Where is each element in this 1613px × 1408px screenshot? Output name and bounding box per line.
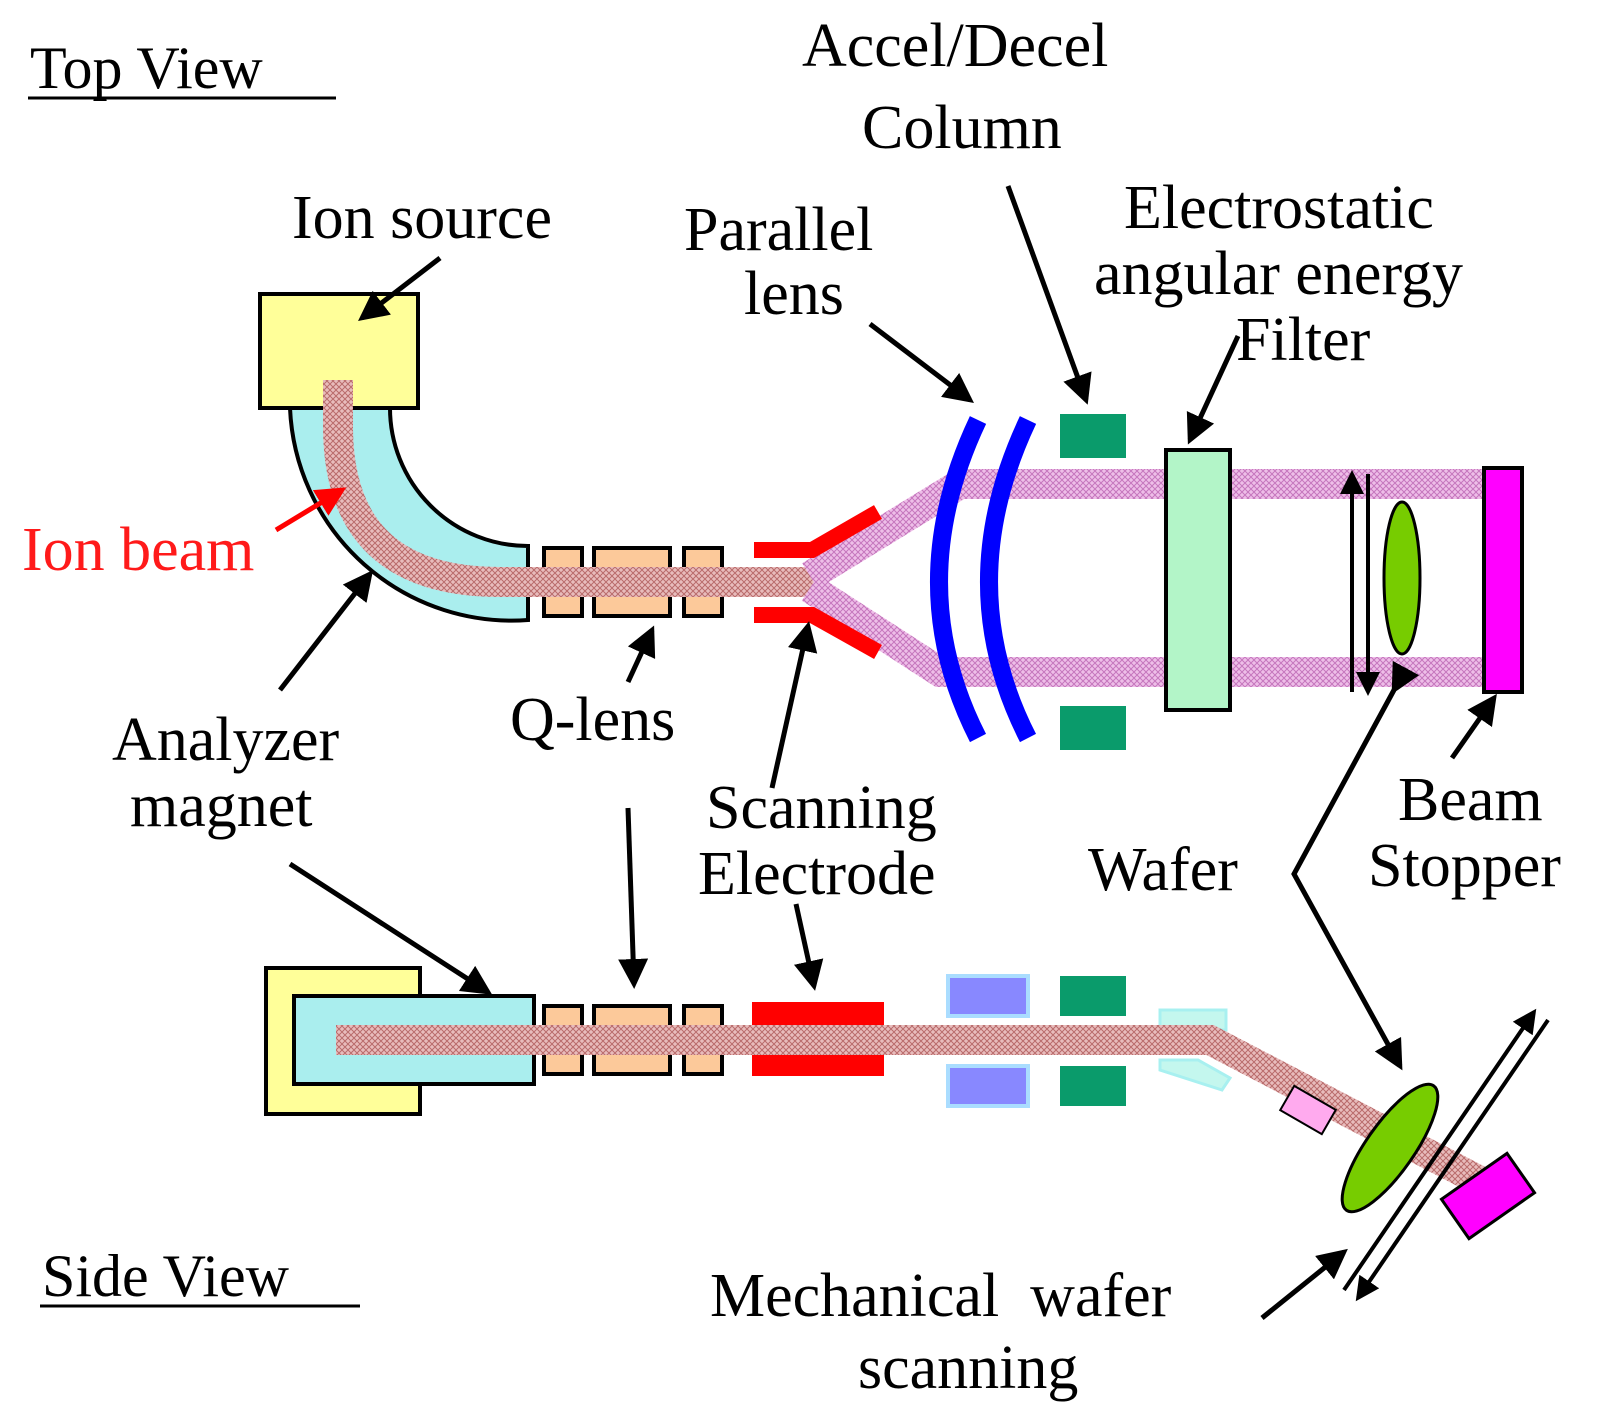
label-accel-decel-line2: Column [862,94,1062,162]
accel-decel-top-lower [1060,706,1126,750]
parallel-lens-side-lower [946,1064,1030,1108]
arrow-scanning-electrode-side [793,903,824,991]
parallel-lens-right [980,416,1037,743]
label-filter-line3: Filter [1236,306,1371,374]
scanning-electrode-top-lower [754,607,882,659]
parallel-lens-left [930,416,987,743]
top-view-heading: Top View [30,35,263,101]
arrow-analyzer-magnet-top [278,570,374,692]
ion-beam-scanned-lower [801,575,1500,687]
arrow-scanning-electrode-top [769,621,818,789]
arrow-ion-beam [274,487,347,533]
label-filter-line1: Electrostatic [1124,174,1434,242]
label-parallel-lens-line2: lens [744,260,844,328]
beam-guard-side [1278,1084,1338,1136]
mechanical-scan-arrow-1 [1342,1008,1537,1292]
label-parallel-lens-line1: Parallel [684,196,873,264]
arrow-parallel-lens [868,322,974,404]
arrow-energy-filter [1186,334,1241,445]
label-scanning-electrode-line2: Electrode [698,840,936,908]
beam-stopper-top [1482,466,1524,694]
arrow-analyzer-magnet-side [288,861,493,995]
side-view-heading: Side View [42,1243,290,1309]
scanning-electrode-top-upper [754,505,882,558]
arrow-q-lens-side [618,807,649,989]
arrow-q-lens-top [625,625,656,684]
label-analyzer-magnet-line1: Analyzer [112,706,340,774]
arrow-mechanical-scanning [1260,1248,1348,1320]
label-scanning-electrode-line1: Scanning [706,774,937,842]
label-mechanical-scanning-line2: scanning [858,1334,1078,1402]
ion-beam-top [323,380,820,597]
accel-decel-side-lower [1060,1066,1126,1106]
label-beam-stopper-line2: Stopper [1368,832,1561,900]
label-ion-beam: Ion beam [22,516,254,584]
parallel-lens-side-upper [946,974,1030,1018]
label-filter-line2: angular energy [1094,240,1463,308]
label-ion-source: Ion source [292,184,552,252]
arrow-accel-decel [1005,185,1092,405]
label-wafer: Wafer [1088,836,1238,904]
label-accel-decel-line1: Accel/Decel [802,12,1108,80]
arrow-beam-stopper [1449,693,1497,760]
label-analyzer-magnet-line2: magnet [130,772,313,840]
arrow-ion-source [358,256,442,322]
accel-decel-side-upper [1060,976,1126,1016]
electrostatic-filter-top [1164,448,1232,712]
label-beam-stopper-line1: Beam [1398,766,1543,834]
beam-stopper-side [1439,1151,1537,1241]
wafer-side [1340,1082,1440,1214]
label-q-lens: Q-lens [510,686,675,754]
wafer-top [1382,500,1422,656]
label-mechanical-scanning-line1: Mechanical wafer [710,1262,1172,1330]
arrow-wafer [1291,660,1420,1071]
accel-decel-top-upper [1060,414,1126,458]
mechanical-scan-arrow-2 [1355,1018,1550,1302]
